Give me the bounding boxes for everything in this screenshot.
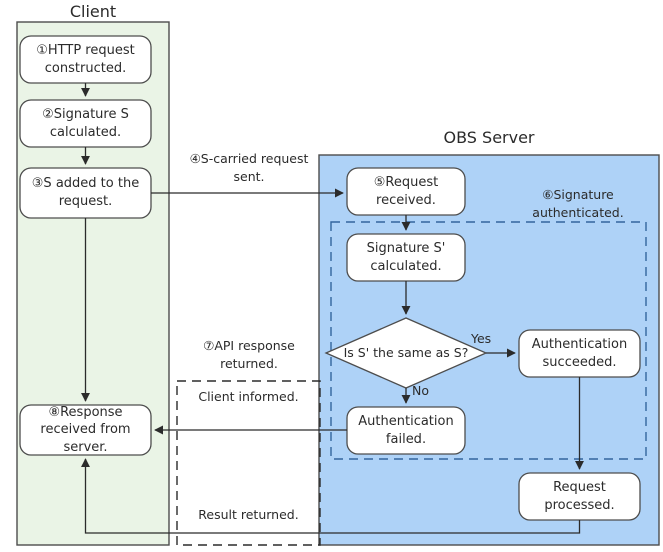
node-signature-sprime-calculated [346,233,466,282]
edge-result-returned [80,458,581,534]
client-region-title: Client [69,2,117,21]
node-signature-s-calculated [19,99,152,148]
edge-label-result-returned: Result returned. [198,507,299,522]
edge-label-s-carried-request-sent: ④S-carried request sent. [189,151,309,185]
signature-authenticated-group-label: ⑥Signature authenticated. [532,187,624,221]
node-http-request-constructed [19,35,152,84]
client-informed-group [176,380,321,546]
node-response-received-from-server [19,404,152,456]
edge-label-api-response-returned: ⑦API response returned. [203,338,295,372]
node-request-processed [518,472,641,521]
edge-label-no: No [412,383,429,398]
server-region-title: OBS Server [443,128,535,147]
client-informed-group-label: Client informed. [198,389,299,404]
node-authentication-succeeded [518,329,641,378]
node-authentication-failed [346,406,466,455]
signature-authenticated-group [330,221,647,460]
edge-label-yes: Yes [471,331,492,346]
node-request-received [346,167,466,216]
node-s-added-to-request [19,167,152,219]
